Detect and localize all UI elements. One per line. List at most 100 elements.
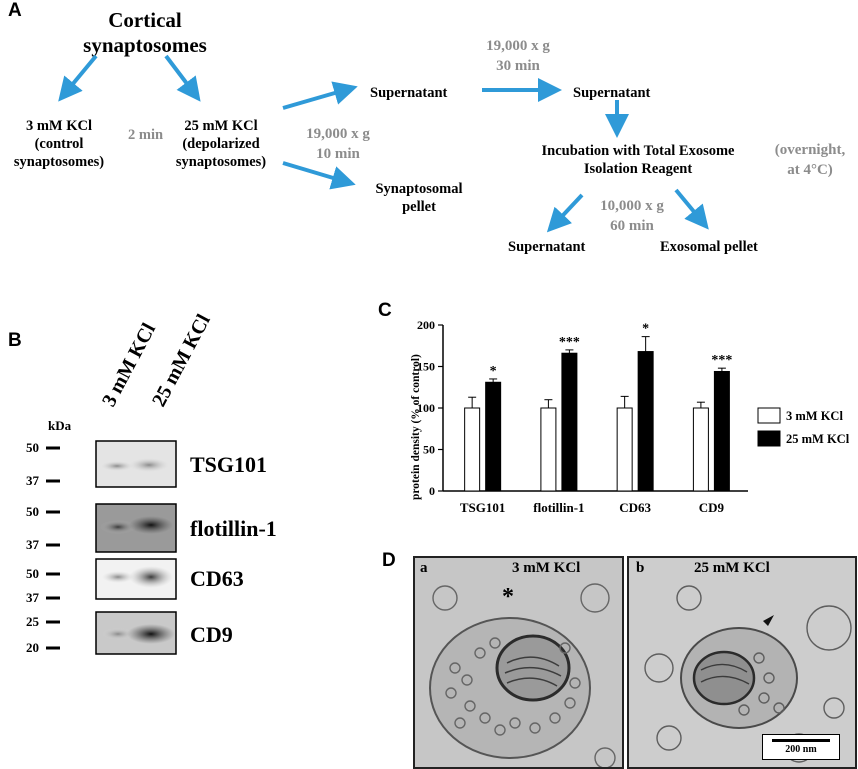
y-tick-label: 0 bbox=[429, 484, 435, 498]
bar-depolarized-0 bbox=[485, 381, 502, 492]
flow-title: Cortical synaptosomes bbox=[70, 8, 220, 58]
arrow-to-depolarized bbox=[164, 54, 201, 102]
exosomal-pellet: Exosomal pellet bbox=[660, 239, 758, 255]
marker-cd9-20: 20 bbox=[26, 640, 39, 655]
em-texture-b bbox=[629, 558, 855, 767]
em-asterisk-marker: * bbox=[502, 584, 514, 610]
arrow-to-exosomal-pellet bbox=[674, 188, 709, 230]
blot-cd9 bbox=[95, 611, 177, 655]
x-tick-label: CD9 bbox=[699, 500, 725, 515]
y-tick-label: 100 bbox=[417, 401, 435, 415]
panel-letter-b: B bbox=[8, 330, 22, 351]
significance-marker: *** bbox=[711, 353, 732, 368]
significance-marker: *** bbox=[559, 335, 580, 350]
marker-cd63-50: 50 bbox=[26, 566, 39, 581]
bar-depolarized-3 bbox=[713, 370, 730, 492]
y-tick-label: 150 bbox=[417, 360, 435, 374]
marker-cd9-25: 25 bbox=[26, 614, 39, 629]
panel-letter-c: C bbox=[378, 300, 392, 321]
bar-control-1 bbox=[540, 407, 557, 492]
blot-tsg101 bbox=[95, 440, 177, 488]
x-tick-label: flotillin-1 bbox=[533, 500, 584, 515]
synaptosomal-pellet-line2: pellet bbox=[402, 199, 436, 215]
significance-marker: * bbox=[642, 322, 649, 337]
marker-cd63-37: 37 bbox=[26, 590, 39, 605]
kda-unit: kDa bbox=[48, 418, 72, 433]
depolarized-node-line2: (depolarized bbox=[182, 136, 260, 152]
legend-label: 25 mM KCl bbox=[786, 432, 850, 446]
scale-bar-line bbox=[772, 739, 830, 742]
significance-marker: * bbox=[490, 364, 497, 379]
supernatant-2: Supernatant bbox=[573, 85, 651, 101]
arrow-to-supernatant-1 bbox=[282, 81, 358, 110]
arrow-to-pellet-1 bbox=[282, 161, 356, 190]
legend-swatch bbox=[757, 407, 781, 424]
bar-control-3 bbox=[692, 407, 709, 492]
incubation-step: Incubation with Total Exosome Isolation … bbox=[520, 142, 756, 178]
bar-depolarized-2 bbox=[637, 351, 654, 492]
bar-control-0 bbox=[464, 407, 481, 492]
synaptosomal-pellet-line1: Synaptosomal bbox=[375, 181, 463, 197]
temperature-label: at 4°C) bbox=[787, 162, 833, 178]
scale-bar-box: 200 nm bbox=[762, 734, 840, 760]
blot-label-flotillin: flotillin-1 bbox=[190, 516, 277, 541]
depolarized-node: 25 mM KCl (depolarized synaptosomes) bbox=[162, 117, 280, 171]
supernatant-3: Supernatant bbox=[508, 239, 586, 255]
em-letter-b: b bbox=[636, 560, 645, 576]
spin3-label: 10,000 x g 60 min bbox=[580, 196, 684, 236]
arrow-to-supernatant-3 bbox=[546, 193, 584, 233]
y-tick-label: 200 bbox=[417, 318, 435, 332]
incubation-conditions: (overnight, at 4°C) bbox=[762, 140, 858, 180]
synaptosomal-pellet: Synaptosomal pellet bbox=[360, 180, 478, 216]
marker-tsg-37: 37 bbox=[26, 473, 39, 488]
control-node-line1: 3 mM KCl bbox=[25, 118, 93, 134]
bar-depolarized-1 bbox=[561, 352, 578, 492]
depolarized-node-line1: 25 mM KCl bbox=[184, 118, 258, 134]
marker-tsg-50: 50 bbox=[26, 440, 39, 455]
spin1-speed: 19,000 x g bbox=[306, 126, 370, 142]
marker-flot-50: 50 bbox=[26, 504, 39, 519]
em-letter-a: a bbox=[420, 560, 428, 576]
depolarized-node-line3: synaptosomes) bbox=[175, 154, 267, 170]
blot-cd63 bbox=[95, 558, 177, 600]
legend-label: 3 mM KCl bbox=[786, 409, 843, 423]
incubation-line2: Isolation Reagent bbox=[583, 161, 693, 177]
spin2-label: 19,000 x g 30 min bbox=[468, 36, 568, 76]
spin1-time: 10 min bbox=[316, 146, 360, 162]
spin3-time: 60 min bbox=[610, 218, 654, 234]
spin2-time: 30 min bbox=[496, 58, 540, 74]
flow-title-line1: Cortical bbox=[108, 8, 182, 32]
spin2-speed: 19,000 x g bbox=[486, 38, 550, 54]
marker-flot-37: 37 bbox=[26, 537, 39, 552]
control-node-line3: synaptosomes) bbox=[13, 154, 105, 170]
blot-label-cd63: CD63 bbox=[190, 566, 244, 591]
blot-label-cd9: CD9 bbox=[190, 622, 233, 647]
panel-letter-d: D bbox=[382, 550, 396, 571]
x-tick-label: TSG101 bbox=[460, 500, 506, 515]
em-image-a bbox=[413, 556, 624, 769]
supernatant-1: Supernatant bbox=[370, 85, 448, 101]
bar-control-2 bbox=[616, 407, 633, 492]
control-node-line2: (control bbox=[34, 136, 84, 152]
spin3-speed: 10,000 x g bbox=[600, 198, 664, 214]
em-label-a: 3 mM KCl bbox=[512, 560, 581, 576]
panel-letter-a: A bbox=[8, 0, 22, 21]
em-texture-a bbox=[415, 558, 622, 767]
flow-title-line2: synaptosomes bbox=[83, 33, 207, 57]
legend-swatch bbox=[757, 430, 781, 447]
blot-label-tsg101: TSG101 bbox=[190, 452, 268, 477]
blot-flotillin bbox=[95, 503, 177, 553]
spin1-label: 19,000 x g 10 min bbox=[290, 124, 386, 164]
x-tick-label: CD63 bbox=[619, 500, 651, 515]
overnight-label: (overnight, bbox=[774, 142, 846, 158]
arrow-to-control bbox=[58, 54, 98, 102]
time-label: 2 min bbox=[128, 127, 164, 143]
incubation-line1: Incubation with Total Exosome bbox=[541, 143, 735, 159]
y-tick-label: 50 bbox=[423, 443, 435, 457]
em-label-b: 25 mM KCl bbox=[694, 560, 770, 576]
control-node: 3 mM KCl (control synaptosomes) bbox=[0, 117, 118, 171]
em-image-b bbox=[627, 556, 857, 769]
